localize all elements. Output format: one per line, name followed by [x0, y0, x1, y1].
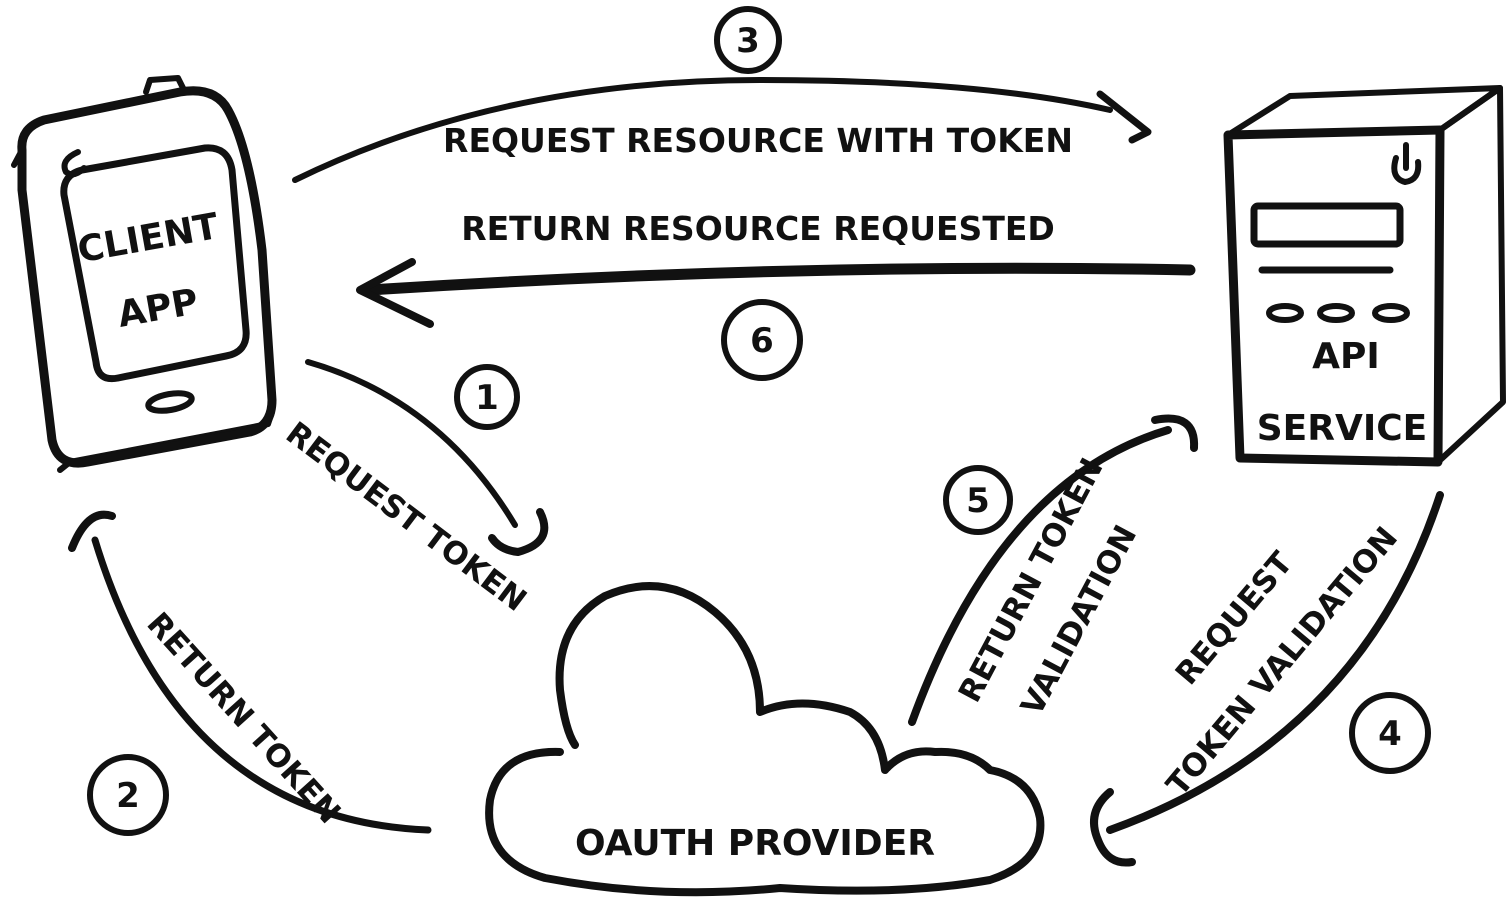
step-3-arrow [292, 77, 1152, 183]
step-6-number: 6 [750, 321, 774, 361]
step-6-arrow [356, 258, 1196, 328]
step-1-label: REQUEST TOKEN [279, 415, 533, 619]
step-1-marker: 1 [454, 364, 520, 430]
step-2-marker: 2 [87, 754, 169, 836]
client-label-line2: APP [115, 281, 202, 335]
provider-label: OAUTH PROVIDER [575, 823, 935, 864]
api-label-line1: API [1312, 336, 1380, 377]
api-label-line2: SERVICE [1257, 408, 1428, 449]
step-4-arrow [1090, 491, 1444, 867]
step-3-marker: 3 [714, 6, 782, 74]
step-5-arrow [908, 414, 1199, 726]
client-app-node: CLIENT APP [11, 75, 277, 473]
step-4-number: 4 [1378, 714, 1402, 754]
step-2-arrow [68, 510, 432, 834]
oauth-provider-node: OAUTH PROVIDER [485, 582, 1045, 897]
step-2-number: 2 [116, 776, 140, 816]
client-label-line1: CLIENT [75, 206, 222, 271]
step-5-number: 5 [966, 481, 990, 521]
step-5-marker: 5 [943, 465, 1013, 535]
step-6-marker: 6 [721, 299, 803, 381]
step-6-label: RETURN RESOURCE REQUESTED [461, 209, 1055, 248]
step-2-label: RETURN TOKEN [140, 606, 348, 831]
step-3-label: REQUEST RESOURCE WITH TOKEN [443, 121, 1073, 160]
step-4-marker: 4 [1349, 692, 1431, 774]
mobile-phone-icon [11, 75, 277, 473]
api-service-node: API SERVICE [1223, 85, 1506, 467]
step-1-arrow [305, 359, 549, 556]
step-3-number: 3 [736, 21, 760, 61]
step-1-number: 1 [475, 378, 499, 418]
server-tower-icon [1223, 85, 1506, 467]
cloud-icon [485, 582, 1045, 897]
